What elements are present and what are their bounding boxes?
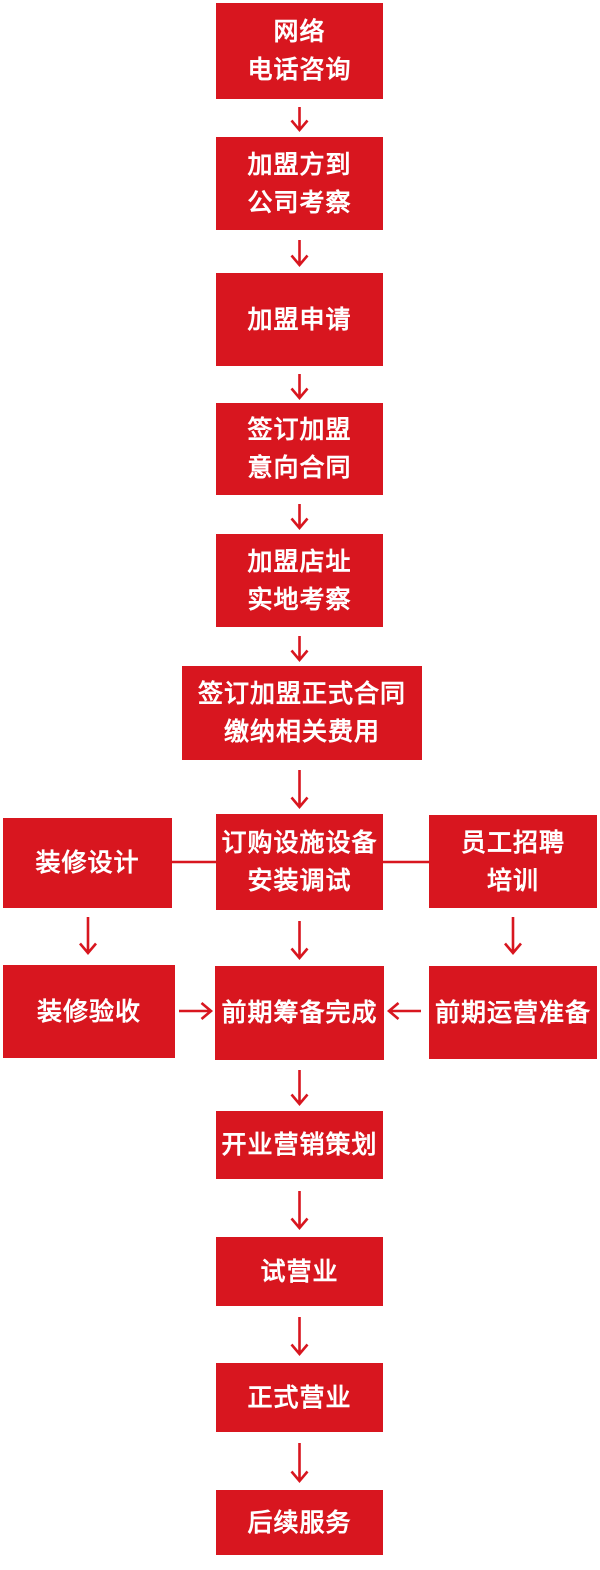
step-site-inspection: 加盟店址 实地考察 xyxy=(216,534,383,627)
step-trial-operation: 试营业 xyxy=(216,1237,383,1306)
step-franchise-application: 加盟申请 xyxy=(216,273,383,366)
step-decoration-acceptance: 装修验收 xyxy=(3,965,175,1058)
arrow-down-icon xyxy=(290,1070,309,1107)
step-decoration-design: 装修设计 xyxy=(3,818,172,908)
step-staff-recruitment: 员工招聘 培训 xyxy=(429,815,597,908)
step-sign-intent-contract: 签订加盟 意向合同 xyxy=(216,403,383,495)
step-online-phone-consult: 网络 电话咨询 xyxy=(216,3,383,99)
step-official-opening: 正式营业 xyxy=(216,1363,383,1432)
arrow-down-icon xyxy=(79,917,97,956)
step-sign-formal-contract: 签订加盟正式合同 缴纳相关费用 xyxy=(182,666,422,760)
arrow-down-icon xyxy=(290,636,309,663)
arrow-down-icon xyxy=(290,770,309,810)
arrow-down-icon xyxy=(290,374,309,401)
arrow-down-icon xyxy=(290,107,309,133)
arrow-down-icon xyxy=(290,1191,309,1231)
arrow-down-icon xyxy=(290,1317,309,1357)
step-order-equipment: 订购设施设备 安装调试 xyxy=(216,814,383,910)
arrow-down-icon xyxy=(290,921,309,961)
arrow-down-icon xyxy=(504,917,522,956)
step-visit-company: 加盟方到 公司考察 xyxy=(216,137,383,230)
arrow-right-icon xyxy=(179,1002,214,1020)
step-opening-marketing: 开业营销策划 xyxy=(216,1111,383,1179)
arrow-left-icon xyxy=(386,1002,421,1020)
step-follow-up-service: 后续服务 xyxy=(216,1490,383,1555)
arrow-down-icon xyxy=(290,240,309,268)
arrow-down-icon xyxy=(290,504,309,531)
step-pre-operation-prep: 前期运营准备 xyxy=(429,966,597,1059)
step-preparation-complete: 前期筹备完成 xyxy=(215,966,384,1060)
arrow-down-icon xyxy=(290,1443,309,1484)
